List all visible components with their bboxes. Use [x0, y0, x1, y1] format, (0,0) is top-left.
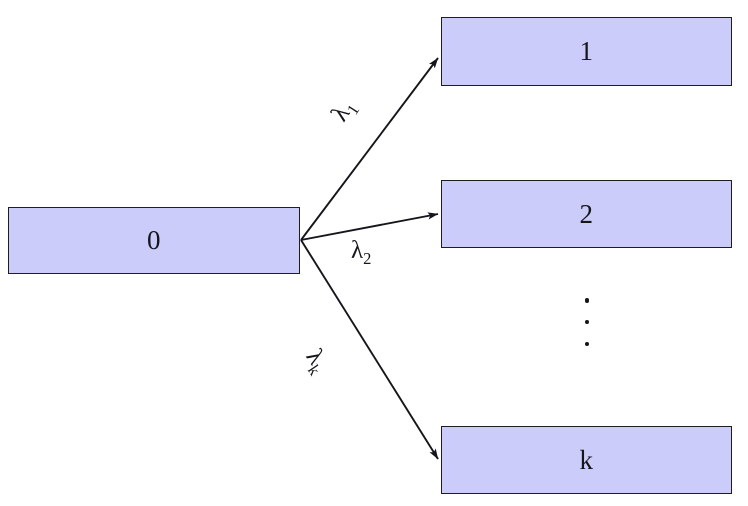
edge-label-lambda-2: λ2 [351, 238, 371, 268]
lambda-subscript-2: 2 [363, 249, 372, 268]
ellipsis-dot [584, 319, 590, 325]
edge-0-to-2-arrow [300, 212, 439, 241]
node-box-2[interactable]: 2 [441, 180, 732, 248]
node-box-0[interactable]: 0 [8, 207, 300, 274]
edge-label-lambda-k: λk [298, 344, 334, 378]
lambda-symbol-2: λ [351, 237, 364, 264]
vertical-ellipsis-icon [580, 298, 594, 346]
node-box-k[interactable]: k [441, 426, 732, 494]
node-label-1: 1 [579, 36, 594, 66]
edge-label-lambda-1: λ1 [326, 95, 363, 128]
ellipsis-dot [584, 341, 590, 346]
node-label-k: k [579, 444, 594, 475]
edge-0-to-1-arrow [300, 57, 439, 241]
ellipsis-dot [584, 298, 590, 303]
node-label-2: 2 [579, 198, 594, 229]
node-box-1[interactable]: 1 [441, 17, 732, 86]
node-label-0: 0 [147, 225, 161, 255]
